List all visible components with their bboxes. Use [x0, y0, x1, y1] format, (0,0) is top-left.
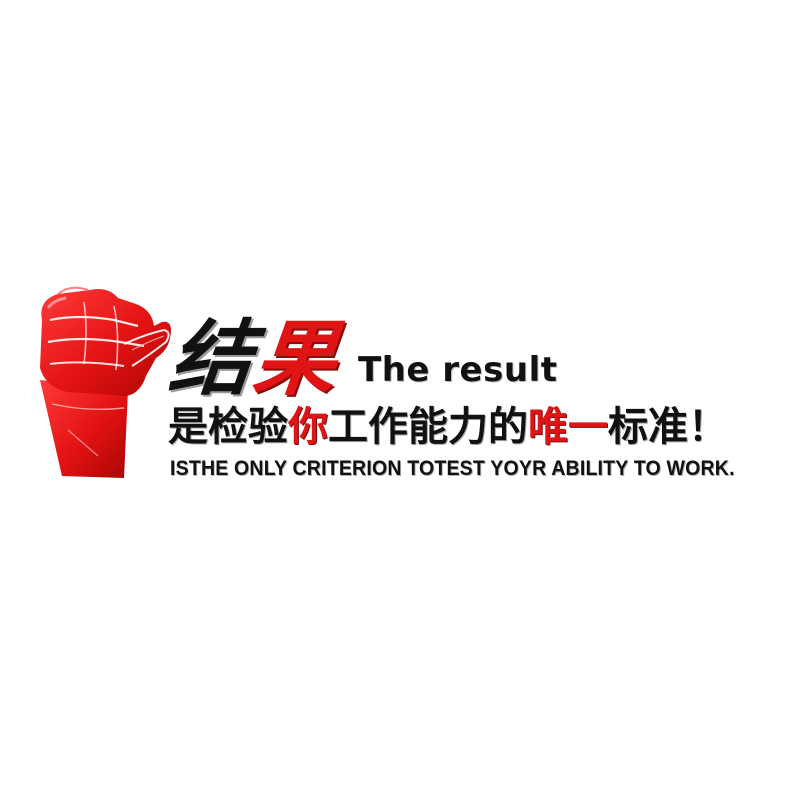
title-row: 结 果 The result [165, 300, 558, 407]
slogan-part-1: 是检验 [168, 404, 288, 450]
slogan-part-2: 你 [288, 404, 328, 450]
title-english: The result [358, 350, 558, 390]
slogan-part-3: 工作能力的 [328, 404, 528, 450]
raised-fist-icon [40, 286, 171, 478]
title-char-result-2: 果 [248, 311, 342, 407]
slogan-row: 是检验 你 工作能力的 唯一 标准！ [168, 402, 728, 452]
slogan-part-5: 标准！ [608, 404, 728, 450]
english-subtitle: ISTHE ONLY CRITERION TOTEST YOYR ABILITY… [170, 457, 735, 480]
slogan-part-4: 唯一 [528, 404, 608, 450]
title-char-result-1: 结 [164, 311, 258, 407]
